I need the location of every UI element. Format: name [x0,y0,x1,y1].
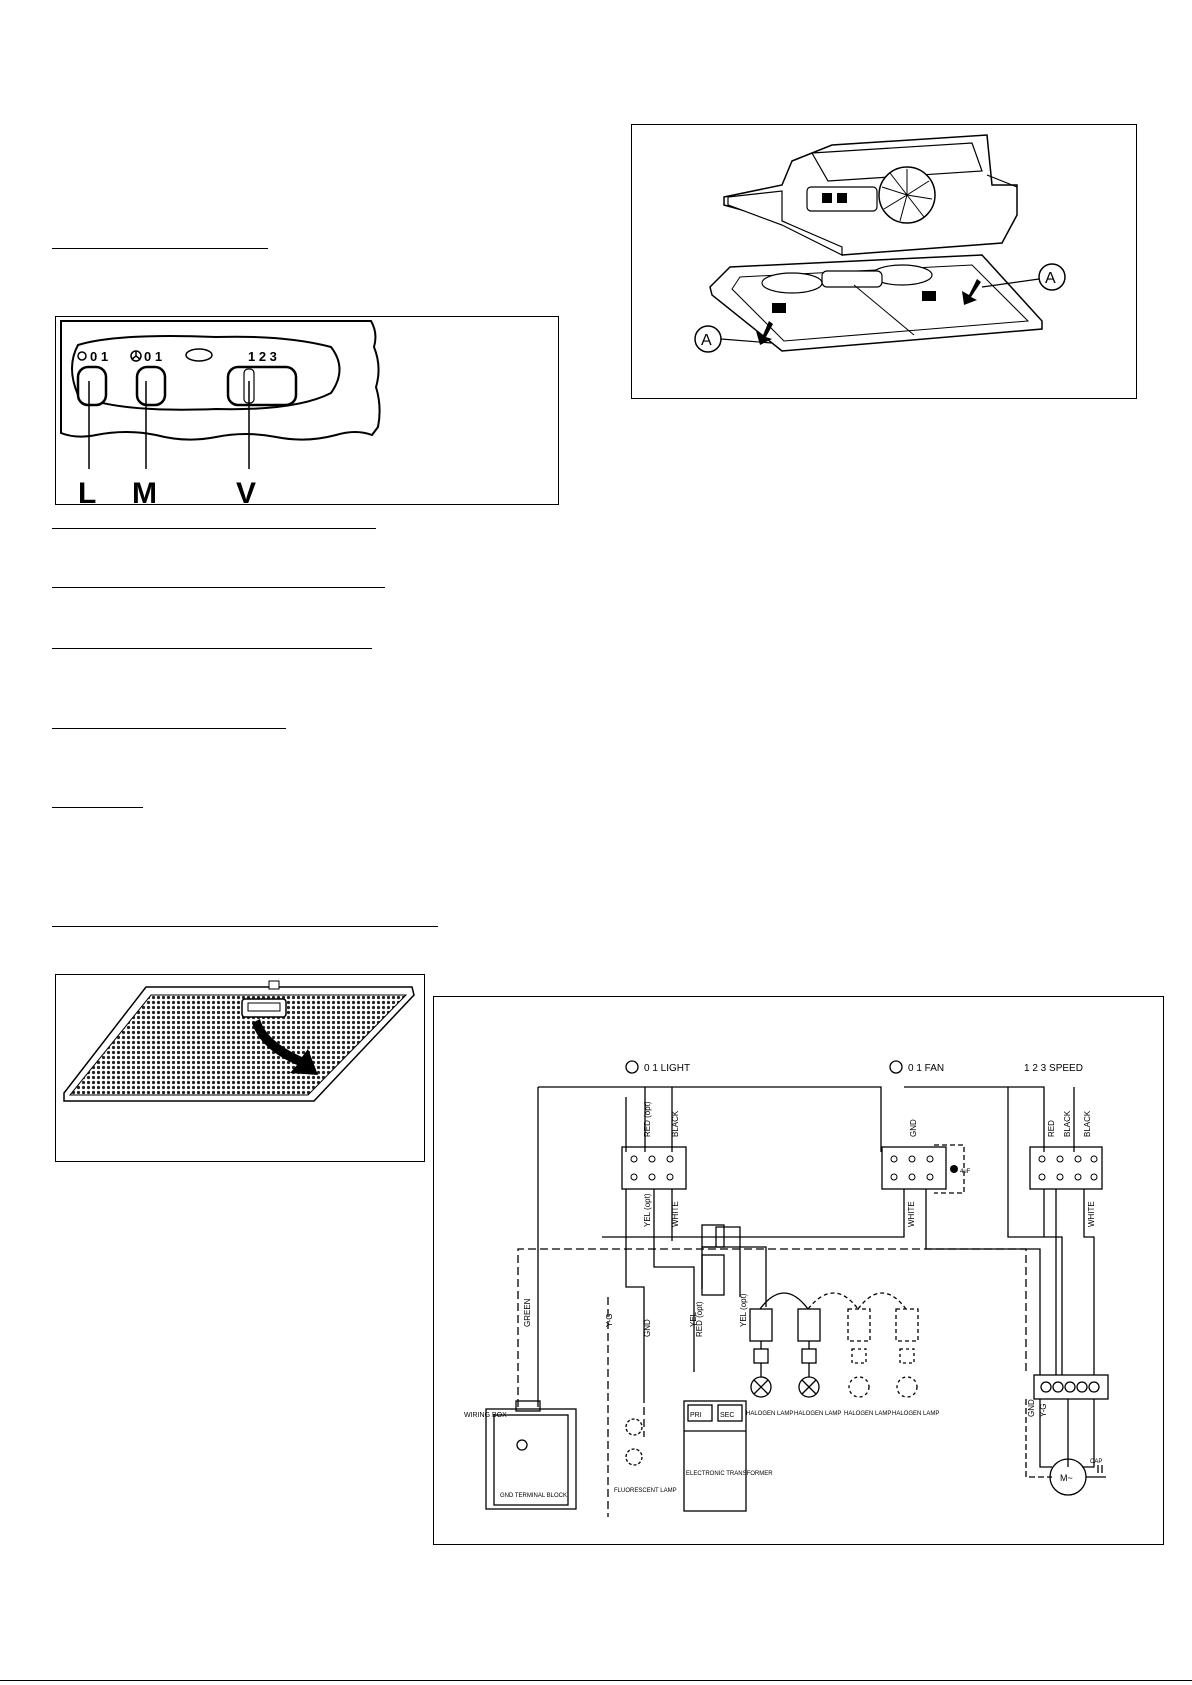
wire-labels: BLACK RED (opt) WHITE YEL (opt) WHITE GND RED B… [523,1101,1096,1417]
speed-button[interactable] [226,365,298,407]
hood-drawing: A A [694,134,1066,353]
light-switch-header: 0 1 LIGHT [644,1063,690,1074]
capacitor-icon [950,1165,958,1173]
electronic-transformer-box [683,1400,747,1512]
halogen-lamp-4-label: HALOGEN LAMP [892,1411,939,1417]
wire-label: GND [909,1119,918,1137]
capacitor-label: CAP [1090,1459,1102,1465]
wire-label: YEL (opt) [739,1293,748,1327]
wire-label: BLACK [1063,1110,1072,1137]
wire-label: WHITE [671,1201,680,1227]
section-heading-rule-6 [52,807,143,808]
halogen-lamp-1-icon [750,1376,772,1398]
halogen-lamp-3-label: HALOGEN LAMP [844,1411,891,1417]
section-heading-rule-3 [52,587,385,588]
light-switch-icon [625,1060,639,1074]
fan-switch-label: 0 1 [144,349,162,364]
fan-switch-block [881,1146,947,1190]
wire-label: YEL (opt) [643,1193,652,1227]
section-heading-rule-2 [52,528,376,529]
letter-m: M [132,477,157,504]
control-panel-figure: 0 1 0 1 1 2 3 L M V [55,316,559,510]
control-panel-drawing: 0 1 0 1 1 2 3 L M V [60,320,381,510]
speed-switch-block [1029,1146,1103,1190]
wiring-box-sublabel: GND TERMINAL BLOCK [500,1493,567,1499]
halogen-lamp-3-icon [848,1376,870,1398]
transformer-pri-label: PRI [690,1412,702,1419]
fluorescent-lamp-label: FLUORESCENT LAMP [614,1488,677,1494]
capacitor-value: 4uF [960,1169,971,1175]
section-heading-rule-5 [52,728,286,729]
wiring-diagram-figure: 0 1 LIGHT 0 1 FAN 1 2 3 SPEED BLACK RED (… [433,996,1164,1545]
page-bottom-rule [0,1680,1192,1681]
halogen-lamp-4-icon [896,1376,918,1398]
callout-a-right [1038,263,1066,291]
hood-exploded-figure: A A [631,124,1137,399]
halogen-lamp-1-label: HALOGEN LAMP [746,1411,793,1417]
transformer-label: ELECTRONIC TRANSFORMER [686,1471,773,1477]
transformer-sec-label: SEC [720,1412,734,1419]
down-arrow-left-icon [756,321,773,345]
wire-label: YEL [689,1311,698,1327]
callout-a-right-text: A [1045,270,1056,287]
wire-label: Y-G [1039,1404,1048,1418]
light-switch-block [621,1146,687,1190]
wire-label: GREEN [523,1298,532,1327]
section-heading-rule-7 [52,926,438,927]
wiring-box-label: WIRING BOX [464,1412,507,1419]
halogen-lamp-2-icon [798,1376,820,1398]
wire-label: BLACK [671,1110,680,1137]
grease-filter-drawing [63,980,415,1102]
speed-switch-header: 1 2 3 SPEED [1024,1063,1083,1074]
light-button[interactable] [76,365,108,407]
wire-label: WHITE [907,1201,916,1227]
section-heading-rule-4 [52,648,372,649]
letter-v: V [236,477,256,504]
fan-switch-icon [889,1060,903,1074]
pull-arrow-icon [252,1019,318,1075]
wire-label: RED [1047,1120,1056,1137]
letter-l: L [78,477,96,504]
motor-label: M~ [1060,1473,1073,1483]
wire-label: GND [643,1319,652,1337]
grease-filter-figure [55,974,425,1162]
section-heading-rule-1 [52,248,268,249]
wiring-box [485,1408,577,1510]
fan-switch-header: 0 1 FAN [908,1063,944,1074]
wire-label: WHITE [1087,1201,1096,1227]
wiring-diagram-drawing: 0 1 LIGHT 0 1 FAN 1 2 3 SPEED BLACK RED (… [464,1060,1109,1517]
wire-label: Y-G [605,1314,614,1328]
wire-label: BLACK [1083,1110,1092,1137]
terminal-strip [1033,1374,1109,1400]
lamp-icon [77,351,87,361]
halogen-lamp-2-label: HALOGEN LAMP [794,1411,841,1417]
wire-label: RED (opt) [695,1301,704,1337]
speed-switch-label: 1 2 3 [248,349,277,364]
fluorescent-lamp-icon [625,1418,643,1436]
light-switch-label: 0 1 [90,349,108,364]
callout-a-left-text: A [701,332,712,349]
down-arrow-right-icon [962,279,981,305]
motor-button[interactable] [135,365,167,407]
wire-label: RED (opt) [643,1101,652,1137]
wire-label: GND [1027,1399,1036,1417]
